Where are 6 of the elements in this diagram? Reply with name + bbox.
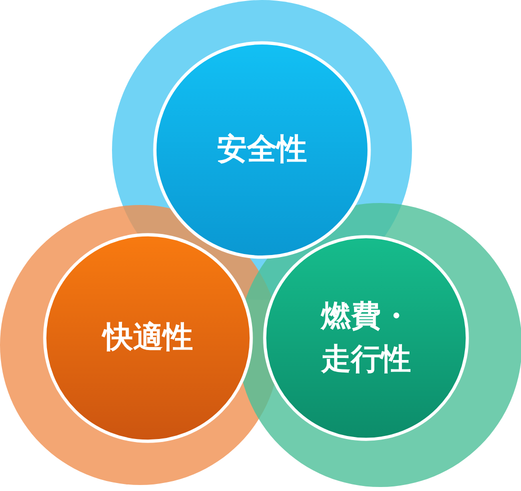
circle-node <box>262 234 470 442</box>
circle-node <box>42 232 254 444</box>
node-label: 快適性 <box>103 319 193 358</box>
node-label: 安全性 <box>217 131 307 170</box>
circle-node <box>152 40 372 260</box>
node-label: 燃費・走行性 <box>320 298 412 379</box>
